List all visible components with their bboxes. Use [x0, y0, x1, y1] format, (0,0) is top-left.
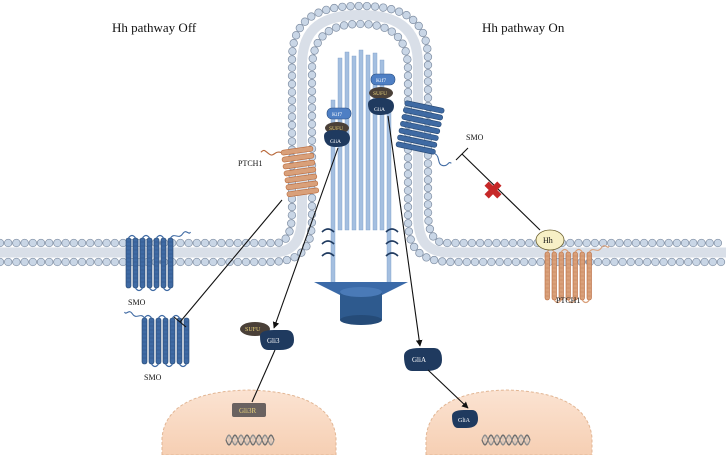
- label-smo-membrane-left: SMO: [128, 298, 146, 307]
- smo-receptor-cilium: [395, 100, 452, 167]
- nucleus-left: Gli3R: [161, 389, 337, 455]
- sufu-gli3-complex: SUFU Gli3: [240, 322, 294, 350]
- title-hh-on: Hh pathway On: [482, 20, 565, 35]
- basal-body: [314, 282, 408, 325]
- svg-text:Kif7: Kif7: [332, 111, 342, 118]
- kif7-sufu-glia-complex-right: Kif7 SUFU GliA: [368, 73, 396, 115]
- svg-text:Gli3: Gli3: [267, 337, 280, 345]
- dna-helix-icon: [481, 434, 531, 446]
- label-ptch1-left: PTCH1: [238, 159, 262, 168]
- glia-free: GliA: [404, 348, 442, 371]
- label-smo-cilium: SMO: [466, 133, 484, 142]
- pathway-arrows: [173, 115, 541, 409]
- svg-text:GliA: GliA: [374, 107, 385, 113]
- svg-text:GliA: GliA: [458, 418, 471, 424]
- label-smo-free: SMO: [144, 373, 162, 382]
- hh-ligand: Hh: [535, 229, 565, 251]
- svg-text:GliA: GliA: [412, 356, 426, 364]
- transition-zone: [321, 228, 399, 257]
- svg-text:SUFU: SUFU: [245, 327, 261, 333]
- svg-text:Gli3R: Gli3R: [239, 407, 256, 415]
- smo-receptor-membrane-left: [125, 231, 191, 292]
- ptch1-receptor-right: [544, 245, 610, 304]
- svg-text:SUFU: SUFU: [329, 126, 343, 132]
- ptch1-receptor-left: [260, 145, 320, 198]
- kif7-sufu-glia-complex-left: Kif7 SUFU GliA: [324, 107, 352, 147]
- svg-text:GliA: GliA: [330, 139, 341, 145]
- smo-receptor-free: [124, 311, 190, 368]
- cilium-axoneme: [330, 49, 392, 289]
- title-hh-off: Hh pathway Off: [112, 20, 197, 35]
- svg-text:SUFU: SUFU: [373, 91, 387, 97]
- svg-text:Kif7: Kif7: [376, 77, 386, 84]
- label-ptch1-right: PTCH1: [556, 296, 580, 305]
- red-cross-icon: [484, 181, 502, 199]
- svg-text:Hh: Hh: [543, 236, 553, 245]
- dna-helix-icon: [225, 434, 275, 446]
